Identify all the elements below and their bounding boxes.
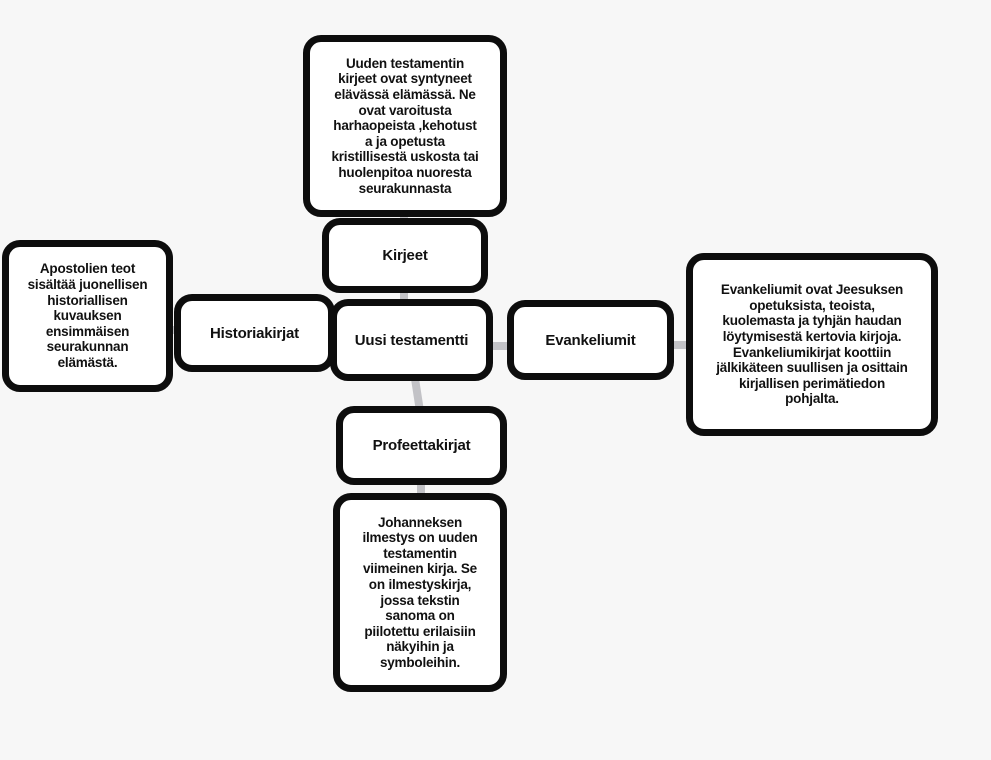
node-label: Kirjeet bbox=[382, 247, 428, 264]
node-uusi-testamentti[interactable]: Uusi testamentti bbox=[330, 299, 493, 381]
node-historiakirjat-description[interactable]: Apostolien teot sisältää juonellisen his… bbox=[2, 240, 173, 392]
node-label: Profeettakirjat bbox=[372, 437, 471, 454]
node-text: Johanneksen ilmestys on uuden testamenti… bbox=[362, 514, 478, 670]
node-evankeliumit[interactable]: Evankeliumit bbox=[507, 300, 674, 380]
node-text: Uuden testamentin kirjeet ovat syntyneet… bbox=[331, 55, 479, 196]
node-label: Uusi testamentti bbox=[354, 331, 469, 349]
node-profeettakirjat-description[interactable]: Johanneksen ilmestys on uuden testamenti… bbox=[333, 493, 507, 692]
node-label: Evankeliumit bbox=[545, 331, 636, 349]
node-profeettakirjat[interactable]: Profeettakirjat bbox=[336, 406, 507, 485]
node-kirjeet-description[interactable]: Uuden testamentin kirjeet ovat syntyneet… bbox=[303, 35, 507, 217]
node-text: Evankeliumit ovat Jeesuksen opetuksista,… bbox=[716, 282, 908, 407]
node-historiakirjat[interactable]: Historiakirjat bbox=[174, 294, 335, 372]
node-label: Historiakirjat bbox=[210, 324, 299, 342]
node-kirjeet[interactable]: Kirjeet bbox=[322, 218, 488, 293]
node-text: Apostolien teot sisältää juonellisen his… bbox=[27, 261, 148, 370]
node-evankeliumit-description[interactable]: Evankeliumit ovat Jeesuksen opetuksista,… bbox=[686, 253, 938, 436]
